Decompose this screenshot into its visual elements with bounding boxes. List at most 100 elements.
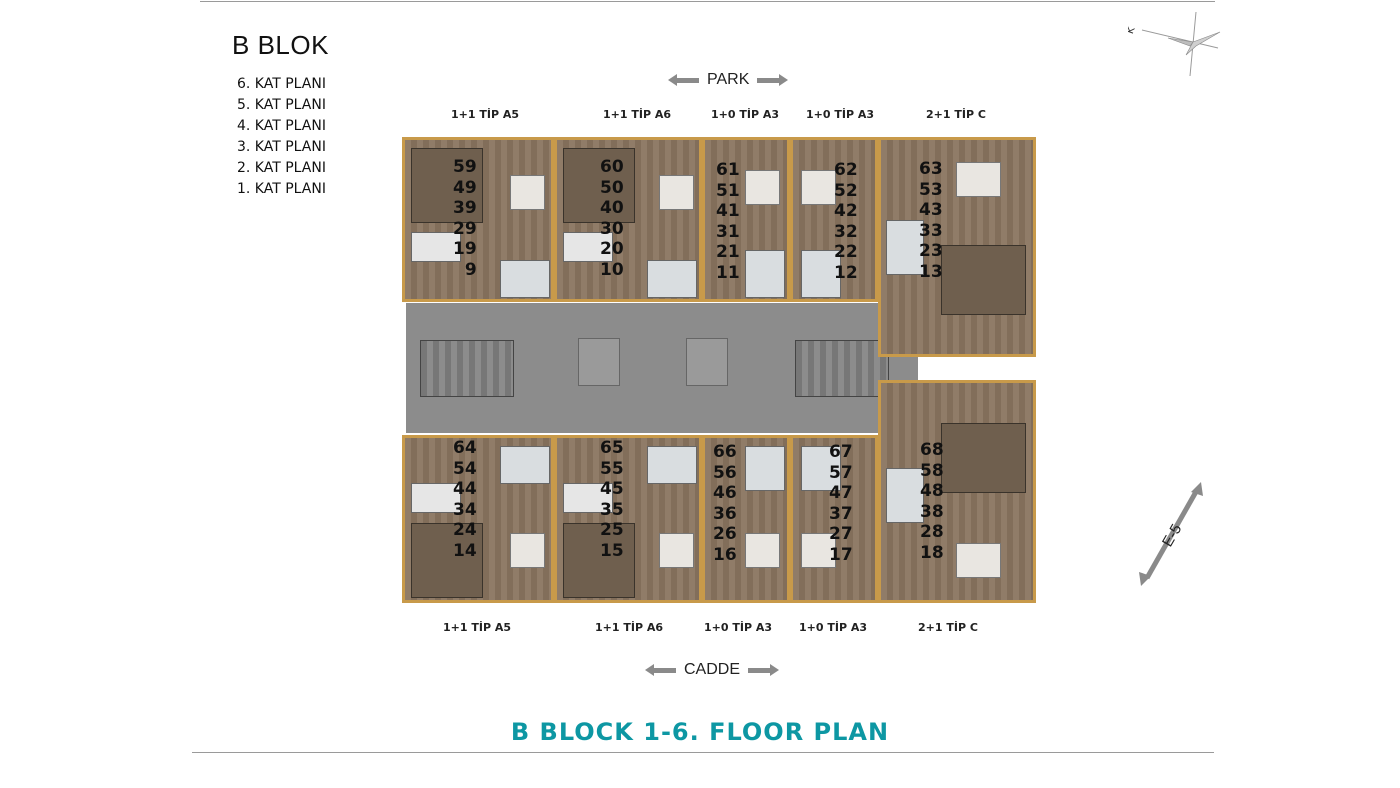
arrow-left-icon: [645, 664, 654, 676]
floor-item: 4. KAT PLANI: [237, 118, 326, 134]
apt-number: 61: [716, 160, 740, 180]
bed: [745, 533, 780, 568]
living-room: [563, 148, 635, 223]
park-direction: PARK: [668, 71, 789, 89]
elevator-left: [578, 338, 620, 386]
apt-number: 16: [713, 544, 737, 565]
apt-number: 67: [829, 442, 853, 462]
apt-number: 51: [716, 180, 740, 201]
floor-list: 6. KAT PLANI 5. KAT PLANI 4. KAT PLANI 3…: [237, 74, 326, 200]
apt-number: 31: [716, 221, 740, 242]
apartment-bottom-c: [878, 380, 1036, 603]
living-room: [941, 245, 1026, 315]
apt-number: 36: [713, 503, 737, 524]
living-room: [563, 523, 635, 598]
bathroom: [886, 468, 924, 523]
bed: [801, 170, 836, 205]
apt-number: 45: [600, 479, 624, 499]
apartment-numbers: 61 51 41 31 21 11: [716, 160, 740, 283]
bathroom: [500, 446, 550, 484]
apartment-numbers: 59 49 39 29 19 9: [453, 157, 477, 280]
apt-number: 44: [453, 479, 477, 499]
apartment-top-a3-right: [790, 137, 878, 302]
apt-number: 49: [453, 177, 477, 198]
apartment-numbers: 62 52 42 32 22 12: [834, 160, 858, 283]
apt-number: 37: [829, 503, 853, 524]
apt-number: 15: [600, 540, 624, 561]
apt-number: 23: [919, 241, 943, 261]
unit-type-label: 1+1 TİP A6: [603, 108, 672, 121]
floor-plan: 59 49 39 29 19 9 60 50 40 30 20 10 61 51…: [400, 135, 1036, 605]
bathroom: [647, 260, 697, 298]
e5-direction-icon: E-5: [1139, 482, 1203, 586]
apt-number: 60: [600, 157, 624, 177]
apt-number: 38: [920, 501, 944, 522]
apartment-bottom-a3-right: [790, 435, 878, 603]
apt-number: 43: [919, 200, 943, 220]
bed: [956, 543, 1001, 578]
apartment-numbers: 65 55 45 35 25 15: [600, 438, 624, 561]
arrow-left-icon: [668, 74, 677, 86]
apt-number: 65: [600, 438, 624, 458]
apt-number: 9: [464, 259, 477, 280]
cadde-label: CADDE: [684, 661, 741, 678]
apt-number: 46: [713, 483, 737, 503]
apt-number: 33: [919, 220, 943, 241]
unit-type-label: 2+1 TİP C: [918, 621, 978, 634]
bathroom: [745, 446, 785, 491]
apt-number: 14: [453, 540, 477, 561]
unit-type-label: 1+1 TİP A5: [443, 621, 512, 634]
apartment-numbers: 60 50 40 30 20 10: [600, 157, 624, 280]
apt-number: 40: [600, 198, 624, 218]
apartment-bottom-a6: [554, 435, 702, 603]
apt-number: 47: [829, 483, 853, 503]
elevator-right: [686, 338, 728, 386]
apt-number: 50: [600, 177, 624, 198]
bathroom: [801, 250, 841, 298]
kitchen: [563, 232, 613, 262]
bathroom: [500, 260, 550, 298]
cadde-direction: CADDE: [645, 661, 780, 679]
apartment-top-a5: [402, 137, 554, 302]
arrow-right-icon: [779, 74, 789, 86]
apartment-numbers: 66 56 46 36 26 16: [713, 442, 737, 565]
block-title: B BLOK: [232, 30, 329, 60]
apt-number: 30: [600, 218, 624, 239]
apartment-top-a6: [554, 137, 702, 302]
apartment-bottom-a5: [402, 435, 554, 603]
bed: [745, 170, 780, 205]
apt-number: 59: [453, 157, 477, 177]
apt-number: 24: [453, 520, 477, 540]
apartment-numbers: 67 57 47 37 27 17: [829, 442, 853, 565]
apartment-top-c: [878, 137, 1036, 357]
bed: [659, 175, 694, 210]
floor-item: 6. KAT PLANI: [237, 76, 326, 92]
apt-number: 17: [829, 544, 853, 565]
apt-number: 53: [919, 179, 943, 200]
top-rule: [200, 1, 1215, 2]
apt-number: 34: [453, 499, 477, 520]
bed: [510, 533, 545, 568]
apt-number: 25: [600, 520, 624, 540]
living-room: [411, 523, 483, 598]
apt-number: 68: [920, 440, 944, 460]
bed: [659, 533, 694, 568]
unit-type-label: 1+1 TİP A5: [451, 108, 520, 121]
apt-number: 21: [716, 242, 740, 262]
arrow-right-icon: [770, 664, 780, 676]
floor-item: 5. KAT PLANI: [237, 97, 326, 113]
apt-number: 13: [919, 261, 943, 282]
unit-type-label: 1+0 TİP A3: [799, 621, 868, 634]
apt-number: 52: [834, 180, 858, 201]
apt-number: 42: [834, 201, 858, 221]
plan-title: B BLOCK 1-6. FLOOR PLAN: [510, 718, 890, 746]
apt-number: 57: [829, 462, 853, 483]
kitchen: [411, 483, 461, 513]
apt-number: 12: [834, 262, 858, 283]
apt-number: 41: [716, 201, 740, 221]
apt-number: 18: [920, 542, 944, 563]
bathroom: [745, 250, 785, 298]
apartment-top-a3-left: [702, 137, 790, 302]
apt-number: 48: [920, 481, 944, 501]
compass-letter: K: [1128, 25, 1138, 35]
